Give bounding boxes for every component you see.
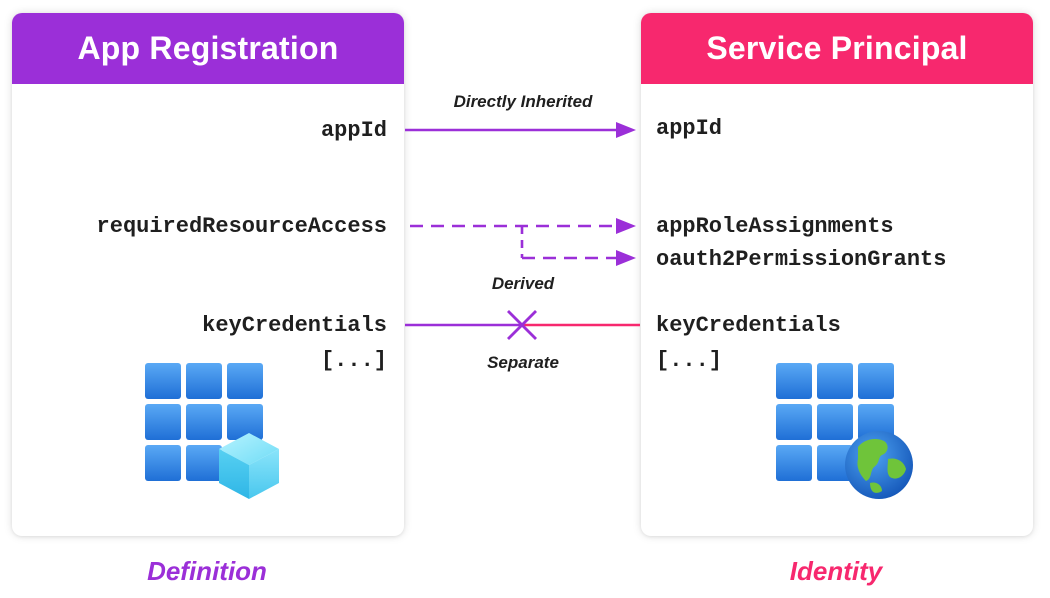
right-prop-appid: appId (656, 116, 723, 141)
app-registration-card: App Registration appId requiredResourceA… (12, 13, 404, 536)
inherited-arrowhead (616, 122, 636, 138)
right-prop-app-role-assignments: appRoleAssignments (656, 214, 894, 239)
separate-cross-b (507, 310, 537, 340)
inherited-label: Directly Inherited (453, 92, 593, 111)
identity-caption: Identity (789, 556, 883, 586)
derived-arrowhead-bottom (616, 250, 636, 266)
service-principal-card: Service Principal appId appRoleAssignmen… (641, 13, 1033, 536)
right-prop-ellipsis: [...] (656, 348, 723, 373)
service-principal-title: Service Principal (641, 13, 1033, 84)
app-registration-icon (145, 363, 279, 499)
separate-label: Separate (487, 353, 559, 372)
left-prop-ellipsis: [...] (320, 348, 387, 373)
derived-arrowhead-top (616, 218, 636, 234)
left-prop-appid: appId (320, 118, 387, 143)
enterprise-app-globe-icon (776, 363, 913, 499)
left-prop-required-resource-access: requiredResourceAccess (96, 214, 387, 239)
right-prop-key-credentials: keyCredentials (656, 313, 841, 338)
derived-label: Derived (491, 274, 555, 293)
left-prop-key-credentials: keyCredentials (202, 313, 387, 338)
app-registration-title: App Registration (12, 13, 404, 84)
right-prop-oauth2-permission-grants: oauth2PermissionGrants (656, 247, 947, 272)
definition-caption: Definition (147, 556, 267, 586)
